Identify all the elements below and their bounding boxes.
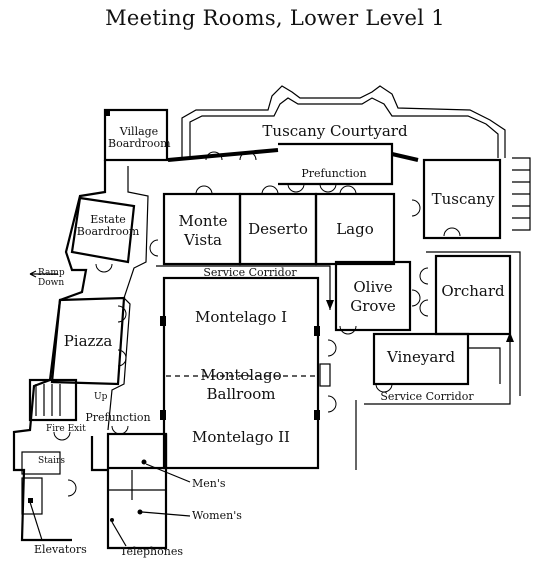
room-label-tuscany-courtyard: Tuscany Courtyard: [262, 122, 408, 140]
label-ramp-down: Ramp Down: [38, 268, 65, 288]
mens-leader: [145, 463, 191, 483]
room-label-tuscany: Tuscany: [431, 190, 495, 208]
room-label-montelago-2: Montelago II: [192, 428, 290, 446]
room-label-montelago-ballroom: Montelago Ballroom: [200, 366, 282, 403]
stairs-box: [21, 451, 61, 475]
montelago-ballroom-walls: [162, 276, 320, 470]
room-label-piazza: Piazza: [63, 332, 113, 350]
vineyard-outer: [468, 347, 501, 384]
room-label-prefunction-top: Prefunction: [301, 167, 367, 180]
ramp-arrow: [29, 270, 58, 278]
service-corridor-bottom-arrow: [506, 332, 514, 342]
tuscany-stairs: [512, 157, 531, 231]
room-label-montelago-1: Montelago I: [194, 308, 288, 326]
telephones-dot: [110, 518, 114, 522]
room-label-deserto: Deserto: [248, 220, 308, 238]
tuscany-walls: [422, 158, 502, 240]
service-corridor-bottom: [355, 340, 511, 470]
piazza-walls: [50, 296, 126, 386]
room-label-orchard: Orchard: [441, 282, 505, 300]
room-label-prefunction-bottom: Prefunction: [85, 411, 151, 424]
orchard-walls: [434, 254, 512, 336]
label-service-corridor-top: Service Corridor: [203, 266, 297, 279]
orchard-outer: [426, 251, 521, 396]
room-label-monte-vista: Monte Vista: [178, 212, 228, 249]
ballroom-pillar-3: [160, 410, 166, 420]
label-elevators: Elevators: [34, 543, 87, 556]
room-label-village-boardroom: Village Boardroom: [108, 125, 171, 150]
label-up: Up: [94, 392, 108, 402]
courtyard-outline: [181, 85, 506, 160]
womens-leader: [141, 511, 191, 517]
womens-dot: [137, 509, 143, 515]
prefunction-top-box: [278, 142, 394, 186]
label-mens: Men's: [192, 477, 226, 490]
prefunction-top-wall: [167, 148, 419, 162]
ballroom-pillar-4: [314, 410, 320, 420]
page-title: Meeting Rooms, Lower Level 1: [105, 6, 445, 30]
elevator-box: [21, 477, 43, 515]
door-arcs: [53, 151, 461, 497]
label-service-corridor-bottom: Service Corridor: [380, 390, 474, 403]
estate-boardroom-walls: [70, 196, 136, 264]
service-corridor-top: [156, 265, 331, 310]
telephones-leader: [111, 521, 127, 547]
stair-core-steps: [35, 384, 61, 416]
elevator-dot: [28, 498, 33, 503]
village-boardroom-corner: [104, 110, 110, 116]
courtyard-inner: [189, 97, 499, 160]
service-corridor-arrow: [326, 300, 334, 310]
restroom-outer: [90, 434, 168, 550]
room-label-lago: Lago: [336, 220, 374, 238]
room-label-estate-boardroom: Estate Boardroom: [76, 213, 140, 238]
mens-dot: [141, 459, 147, 465]
ballroom-stage: [319, 363, 331, 387]
restroom-partition: [108, 470, 166, 500]
restroom-block: [106, 432, 168, 470]
vineyard-walls: [372, 332, 470, 386]
stair-core: [28, 378, 78, 422]
left-inner-wall: [107, 166, 149, 431]
label-telephones: Telephones: [120, 545, 184, 558]
label-stairs: Stairs: [38, 456, 65, 466]
lago-walls: [314, 192, 396, 266]
room-label-vineyard: Vineyard: [386, 348, 456, 366]
label-womens: Women's: [192, 509, 242, 522]
label-fire-exit: Fire Exit: [46, 424, 86, 434]
ballroom-pillar-2: [314, 326, 320, 336]
ballroom-pillar-1: [160, 316, 166, 326]
room-label-olive-grove: Olive Grove: [350, 278, 396, 315]
elevators-leader: [29, 501, 43, 541]
village-boardroom-walls: [103, 108, 169, 162]
olive-grove-walls: [334, 260, 412, 332]
